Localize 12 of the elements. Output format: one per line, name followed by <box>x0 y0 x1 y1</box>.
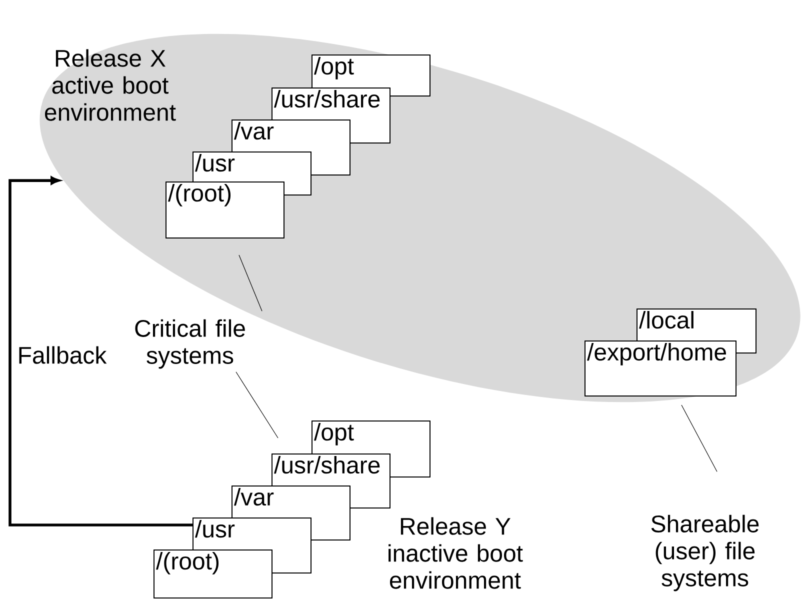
callout-text: Critical file systems <box>135 319 245 369</box>
fallback-arrow <box>8 176 193 526</box>
heading-text: Release X active boot environment <box>44 49 176 121</box>
leader-line <box>238 254 262 312</box>
caption-text: Release Y inactive boot environment <box>388 517 523 589</box>
file-system-box: /export/home <box>584 340 736 396</box>
leader-line <box>681 404 718 472</box>
leader-line <box>236 372 278 438</box>
file-system-box: /(root) <box>166 182 284 238</box>
edge-label: Fallback <box>16 345 108 365</box>
callout-text: Shareable (user) file systems <box>651 514 759 592</box>
file-system-box: /(root) <box>154 550 272 598</box>
